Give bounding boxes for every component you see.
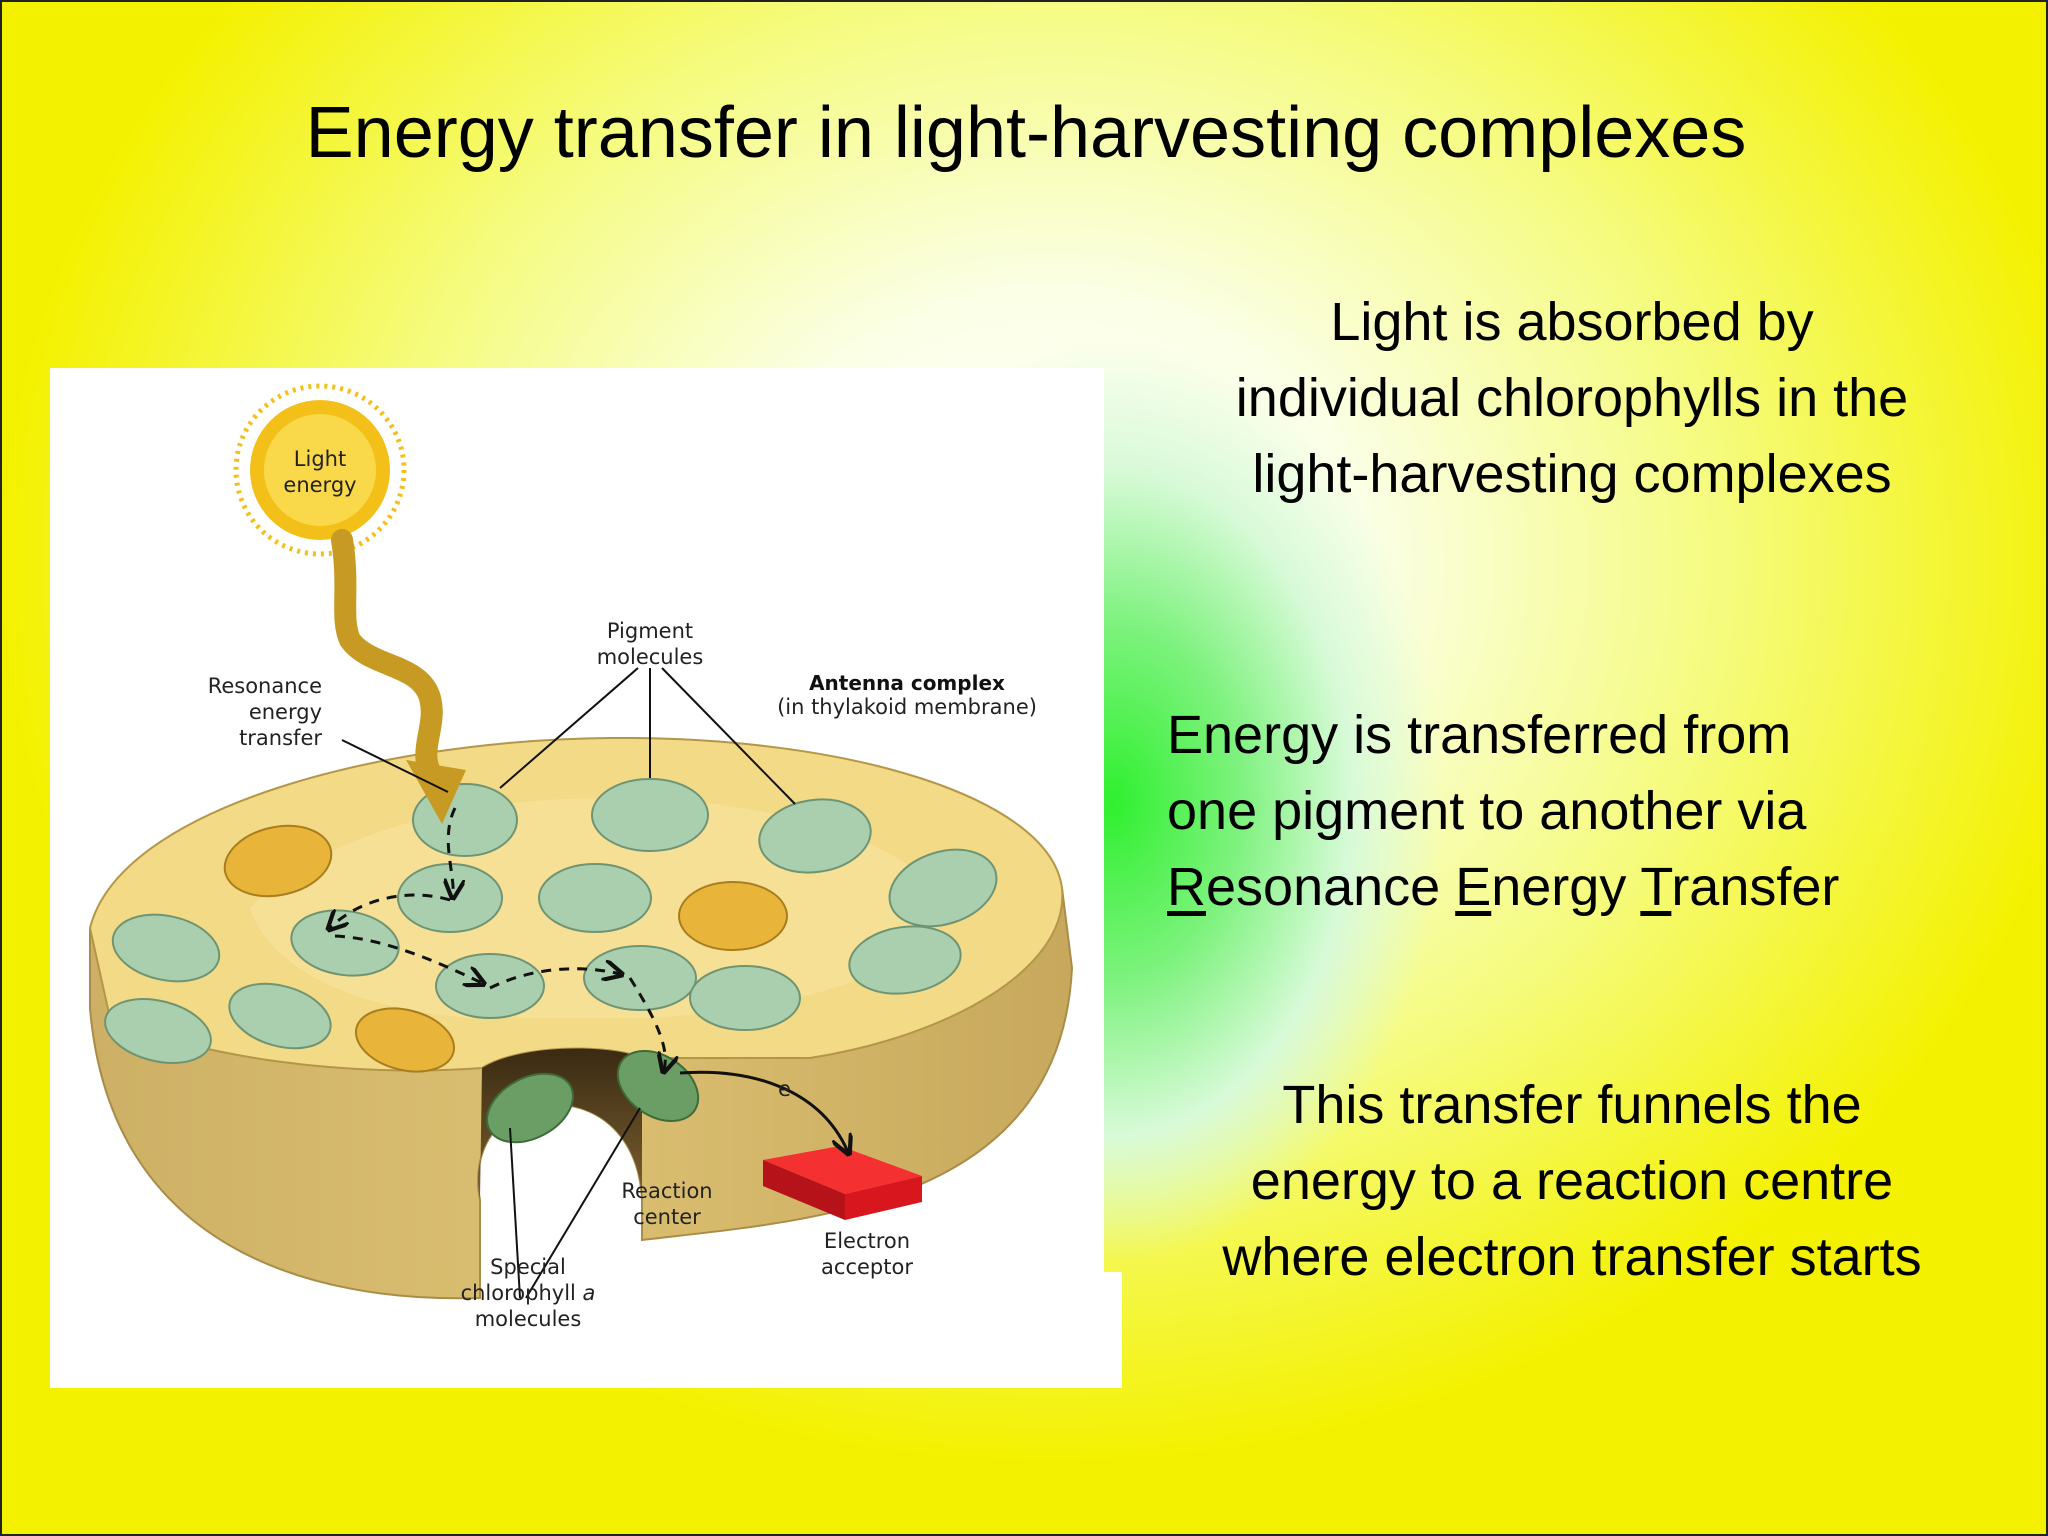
paragraph1-line-3: light-harvesting complexes <box>1252 444 1892 504</box>
underlined-letter-r: R <box>1167 857 1206 917</box>
electron-acceptor-label-line1: Electron <box>824 1229 910 1253</box>
sun-icon <box>233 383 407 557</box>
special-chlorophyll-label-line1: Special <box>490 1255 566 1279</box>
electron-label: e <box>778 1077 791 1101</box>
paragraph1-line-2: individual chlorophylls in the <box>1235 368 1909 428</box>
word-rest-energy: nergy <box>1491 857 1641 917</box>
pigment-molecule <box>290 909 400 977</box>
resonance-label-line2: energy <box>249 700 322 724</box>
antenna-complex-sublabel: (in thylakoid membrane) <box>777 695 1037 719</box>
pigment-molecule <box>435 953 545 1019</box>
paragraph-funnel-reaction-centre: This transfer funnels the energy to a re… <box>1152 1067 1992 1295</box>
pigment-molecule <box>228 982 332 1050</box>
pigment-molecule <box>848 925 962 995</box>
paragraph1-line-1: Light is absorbed by <box>1330 292 1814 352</box>
resonance-label-line3: transfer <box>239 726 322 750</box>
light-energy-label-line1: Light <box>294 447 346 471</box>
paragraph2-line-2: one pigment to another via <box>1167 781 1807 841</box>
word-rest-transfer: ransfer <box>1671 857 1840 917</box>
pigment-molecule <box>104 998 212 1064</box>
paragraph2-line-3: Resonance Energy Transfer <box>1167 857 1839 917</box>
pigment-molecule <box>538 863 652 933</box>
underlined-letter-e: E <box>1455 857 1492 917</box>
pigment-molecule <box>689 965 801 1031</box>
reaction-center-label-line1: Reaction <box>621 1179 712 1203</box>
slide-title: Energy transfer in light-harvesting comp… <box>305 93 1747 173</box>
electron-acceptor-block <box>763 1146 922 1220</box>
pigment-molecules-label-line2: molecules <box>597 645 704 669</box>
light-energy-arrowhead <box>406 760 466 824</box>
special-chlorophyll-a: a <box>583 1281 596 1305</box>
light-energy-arrow <box>331 529 445 789</box>
special-chlorophyll-left <box>486 1072 574 1144</box>
pigment-molecule-yellow <box>354 1007 456 1073</box>
leader-lines <box>341 667 796 1299</box>
special-chlorophyll-label-line3: molecules <box>475 1307 582 1331</box>
paragraph2-line-1: Energy is transferred from <box>1167 705 1792 765</box>
pigment-molecule <box>888 848 998 928</box>
antenna-complex-figure: Light energy e <box>50 368 1122 1388</box>
pigment-molecule <box>591 778 709 852</box>
pigment-molecules <box>104 778 998 1073</box>
paragraph-light-absorbed: Light is absorbed by individual chloroph… <box>1152 284 1992 512</box>
light-energy-label-line2: energy <box>283 473 356 497</box>
antenna-complex-diagram: Light energy e <box>50 368 1122 1388</box>
pigment-molecule <box>758 798 872 874</box>
pigment-molecules-label-line1: Pigment <box>607 619 693 643</box>
word-rest-resonance: esonance <box>1206 857 1456 917</box>
pigment-molecule <box>397 863 503 933</box>
pigment-molecule-yellow <box>678 881 788 951</box>
pigment-molecule-yellow <box>223 824 333 898</box>
paragraph3-line-1: This transfer funnels the <box>1282 1075 1862 1135</box>
resonance-label-line1: Resonance <box>208 674 322 698</box>
antenna-complex-label: Antenna complex <box>809 671 1005 695</box>
pigment-molecule <box>111 913 221 983</box>
reaction-center-label-line2: center <box>633 1205 701 1229</box>
underlined-letter-t: T <box>1640 857 1672 917</box>
special-chlorophyll-word: chlorophyll <box>461 1281 576 1305</box>
resonance-transfer-path <box>330 807 665 1070</box>
electron-transfer-arrow <box>679 1070 848 1152</box>
paragraph3-line-3: where electron transfer starts <box>1222 1227 1922 1287</box>
special-chlorophyll-label-line2: chlorophyll a <box>461 1281 596 1305</box>
paragraph-energy-transferred: Energy is transferred from one pigment t… <box>1167 697 2007 925</box>
pigment-molecule <box>583 945 697 1011</box>
paragraph3-line-2: energy to a reaction centre <box>1250 1151 1894 1211</box>
electron-acceptor-label-line2: acceptor <box>821 1255 913 1279</box>
